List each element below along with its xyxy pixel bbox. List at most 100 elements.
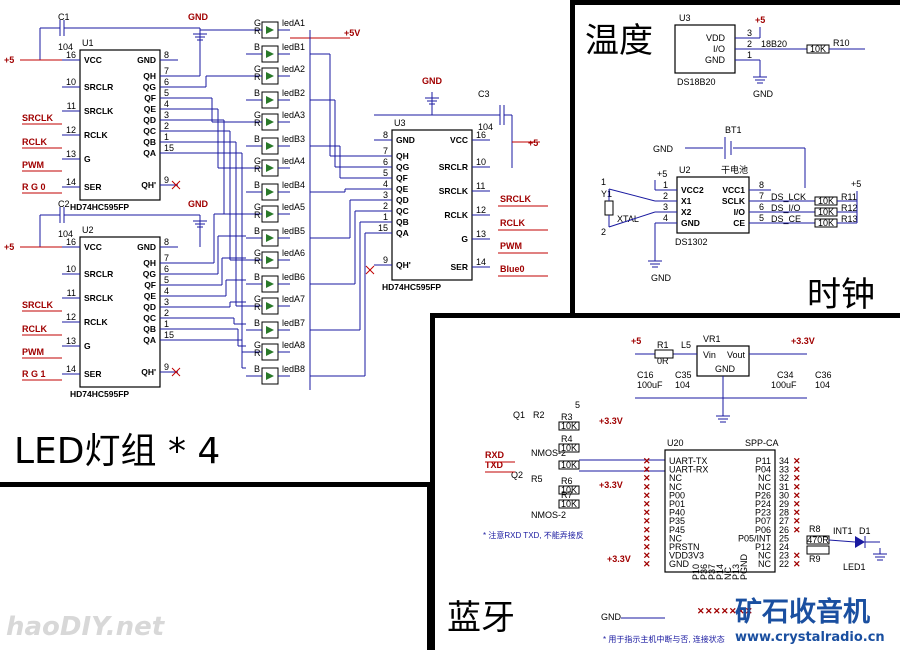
- pin-nc-x: ✕: [643, 482, 651, 492]
- net-label: RCLK: [22, 137, 47, 147]
- led-diode-icon: [266, 96, 274, 104]
- level-resistor-value: 10K: [561, 499, 577, 509]
- q2-ref: Q2: [511, 470, 523, 480]
- res-ref: R11: [841, 192, 857, 202]
- level-resistor: [558, 460, 580, 470]
- pin-number: 3: [663, 202, 668, 212]
- pin-name: I/O: [734, 207, 746, 217]
- pin-number: 7: [383, 146, 388, 156]
- vcc5v-label: +5V: [344, 28, 360, 38]
- led-name: ledB2: [282, 88, 305, 98]
- led-diode-icon: [266, 26, 274, 34]
- pin-number: 10: [66, 77, 76, 87]
- pin-number: 2: [663, 191, 668, 201]
- pin-name: PRSTN: [669, 542, 700, 552]
- pin-name: VCC1: [722, 185, 745, 195]
- pin-name: VCC2: [681, 185, 704, 195]
- pin-name: P11: [756, 456, 771, 466]
- led-name: ledA8: [282, 340, 305, 350]
- pin-nc-x: ✕: [737, 606, 745, 616]
- level-resistor-value: 10K: [561, 460, 577, 470]
- led-name: ledA6: [282, 248, 305, 258]
- crystal-icon: [604, 200, 614, 216]
- pin-number: 3: [164, 297, 169, 307]
- rxd-label: RXD: [485, 450, 505, 460]
- pin-name: P06: [755, 525, 771, 535]
- pin-number: 3: [747, 28, 752, 38]
- net-label: DS_CE: [771, 214, 801, 224]
- chip-ref: U2: [679, 165, 691, 175]
- pin-nc-x: ✕: [643, 473, 651, 483]
- reg-gnd: GND: [715, 364, 736, 374]
- cap-ref: C1: [58, 12, 70, 22]
- chip-part: HD74HC595FP: [70, 202, 129, 212]
- pin-name: SRCLR: [84, 82, 113, 92]
- cap-value: 104: [58, 229, 73, 239]
- pin-name: NC: [669, 473, 682, 483]
- pin-name: VCC: [84, 55, 102, 65]
- q1-ref: Q1: [513, 410, 525, 420]
- pin-number: 10: [476, 157, 486, 167]
- pin-name: SER: [451, 262, 468, 272]
- gnd-label: GND: [188, 12, 209, 22]
- led-diode-icon: [266, 280, 274, 288]
- c16-value: 100uF: [637, 380, 663, 390]
- pin-name: NC: [723, 567, 733, 580]
- pin-number: 7: [164, 253, 169, 263]
- res-ref: R13: [841, 214, 858, 224]
- led-name: ledB7: [282, 318, 305, 328]
- chip-part: HD74HC595FP: [382, 282, 441, 292]
- gnd-label: GND: [653, 144, 674, 154]
- pin-name: P24: [755, 499, 771, 509]
- pin-name: G: [84, 154, 91, 164]
- pin-name: UART-RX: [669, 465, 708, 475]
- c36-value: 104: [815, 380, 830, 390]
- r1-value: 0R: [657, 356, 669, 366]
- pin-number: 11: [67, 288, 76, 298]
- pin-number: 6: [164, 264, 169, 274]
- led-diode-icon: [266, 50, 274, 58]
- pin-number: 4: [383, 179, 388, 189]
- pin-name: X1: [681, 196, 692, 206]
- led-diode-icon: [266, 234, 274, 242]
- level-resistor: [558, 443, 580, 453]
- vcc33-label: +3.3V: [599, 416, 623, 426]
- cap-ref: C2: [58, 199, 70, 209]
- pin-name: P14: [715, 564, 725, 580]
- pin-nc-x: ✕: [705, 606, 713, 616]
- r5-ref: R5: [531, 474, 543, 484]
- pin-number: 13: [476, 229, 486, 239]
- spp-ca-module: [664, 449, 776, 573]
- led-pin-b: B: [254, 226, 260, 236]
- led-pin-r: R: [254, 72, 261, 82]
- pin-name: SRCLK: [84, 106, 114, 116]
- pin-name: NC: [669, 533, 682, 543]
- pin-name: QB: [143, 137, 156, 147]
- pin-name: QA: [143, 335, 156, 345]
- pin-name: CE: [733, 218, 745, 228]
- res-ref: R6: [561, 476, 573, 486]
- pin-name: SER: [84, 182, 101, 192]
- led-name: ledB8: [282, 364, 305, 374]
- pin-number: 26: [779, 525, 789, 535]
- level-resistor: [558, 499, 580, 509]
- r10-resistor-value: 10K: [810, 44, 826, 54]
- gnd-label: GND: [188, 199, 209, 209]
- pin-number: 9: [164, 175, 169, 185]
- pin-name: P01: [669, 499, 685, 509]
- led-diode-icon: [266, 210, 274, 218]
- vcc-label: +5: [4, 242, 14, 252]
- led-pin-b: B: [254, 88, 260, 98]
- chip-part: DS1302: [675, 237, 708, 247]
- gnd-label: GND: [422, 76, 443, 86]
- pin-nc-x: ✕: [793, 465, 801, 475]
- pin-number: 24: [779, 542, 789, 552]
- pin-name: QB: [143, 324, 156, 334]
- led-pin-g: G: [254, 64, 261, 74]
- pin-name: NC: [758, 551, 771, 561]
- pin-number: 31: [779, 482, 789, 492]
- cap-ref: C3: [478, 89, 490, 99]
- pin-number: 14: [66, 177, 76, 187]
- level-resistor-value: 10K: [561, 443, 577, 453]
